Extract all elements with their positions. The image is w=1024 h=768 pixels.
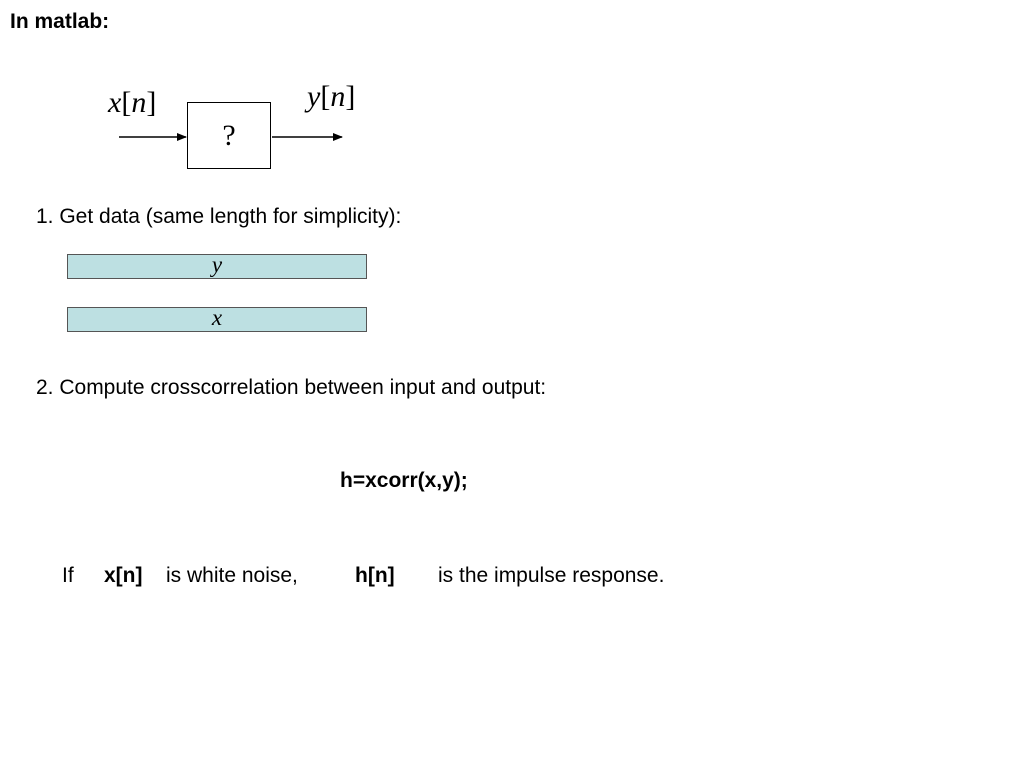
page-heading: In matlab: xyxy=(10,10,110,33)
input-signal-index: n xyxy=(131,86,147,119)
step-1-text: 1. Get data (same length for simplicity)… xyxy=(36,205,402,228)
output-signal-label: y[n] xyxy=(307,82,355,112)
input-signal-var: x xyxy=(108,86,122,119)
x-data-bar-label: x xyxy=(211,305,223,330)
input-signal-bracket-close: ] xyxy=(146,86,157,119)
x-data-bar: x xyxy=(67,305,367,332)
note-middle-text: is white noise, xyxy=(166,564,298,587)
output-signal-var: y xyxy=(307,80,321,113)
input-signal-bracket-open: [ xyxy=(121,86,132,119)
note-input-signal: x[n] xyxy=(104,564,143,587)
system-box-label: ? xyxy=(222,118,236,152)
step-2-text: 2. Compute crosscorrelation between inpu… xyxy=(36,376,547,399)
note-output-signal: h[n] xyxy=(355,564,395,587)
system-box xyxy=(187,102,271,169)
y-data-bar: y xyxy=(67,252,367,279)
code-line: h=xcorr(x,y); xyxy=(340,469,468,492)
y-data-bar-label: y xyxy=(211,252,223,277)
note-if: If xyxy=(62,564,74,587)
output-signal-index: n xyxy=(330,80,346,113)
output-signal-bracket-close: ] xyxy=(345,80,356,113)
input-signal-label: x[n] xyxy=(108,88,156,118)
note-end-text: is the impulse response. xyxy=(438,564,665,587)
output-signal-bracket-open: [ xyxy=(320,80,331,113)
